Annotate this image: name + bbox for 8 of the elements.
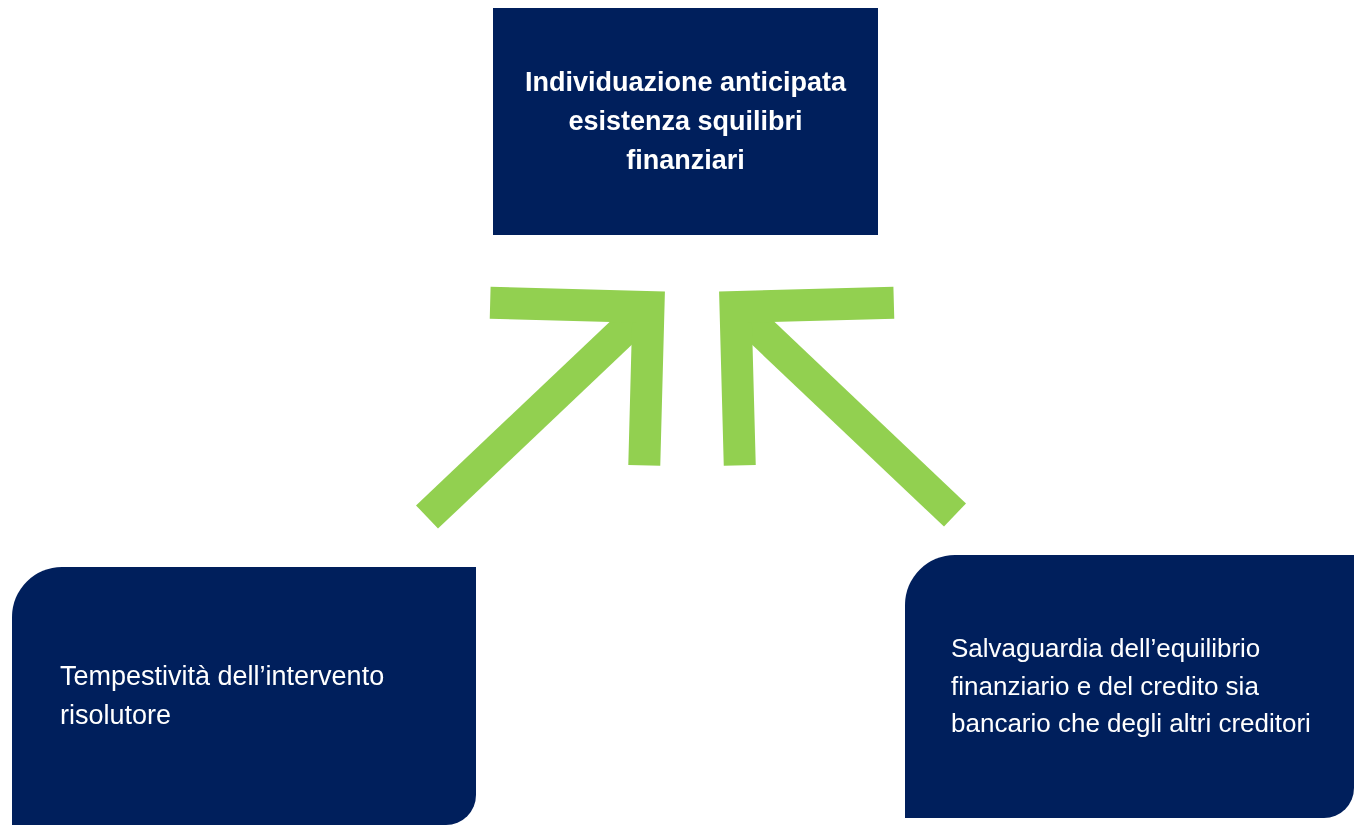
box-title: Individuazione anticipata esistenza squilibri finanziari	[523, 65, 848, 178]
arrow	[416, 286, 665, 529]
text-box	[12, 567, 476, 825]
box-text: Salvaguardia dell’equilibrio finanziario e del credito sia bancario che degli altri creditori	[951, 631, 1312, 741]
text-box	[905, 555, 1354, 818]
box-text: Tempestività dell’intervento risolutore	[60, 659, 386, 732]
arrow	[719, 286, 966, 527]
text-box	[493, 8, 878, 235]
